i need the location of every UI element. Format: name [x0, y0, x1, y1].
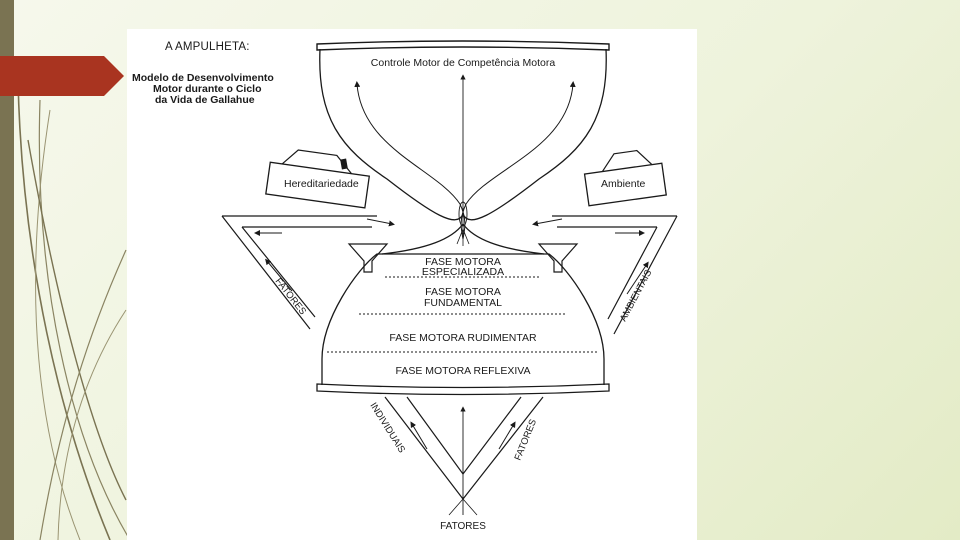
phase-specialized-line2: ESPECIALIZADA [422, 266, 504, 278]
hourglass-left-outline [319, 48, 464, 221]
accent-ribbon [0, 56, 124, 96]
environment-box [583, 149, 667, 207]
left-factors-label: FATORES [273, 276, 308, 317]
top-label: Controle Motor de Competência Motora [371, 57, 556, 69]
model-line-1: Modelo de Desenvolvimento [132, 72, 274, 84]
left-funnel [347, 243, 389, 273]
heredity-label: Hereditariedade [284, 178, 359, 190]
right-factors-label: AMBIENTAIS [618, 268, 654, 323]
hourglass-right-outline [462, 48, 607, 221]
right-factor-triangle [552, 215, 678, 335]
individual-label: INDIVIDUAIS [367, 401, 407, 455]
hourglass-dome [321, 253, 605, 360]
hourglass-neck-left [381, 223, 464, 255]
phase-reflexive: FASE MOTORA REFLEXIVA [396, 365, 531, 377]
sidebar-bar [0, 0, 14, 540]
hourglass-top-rim [316, 40, 610, 51]
phase-rudimentary: FASE MOTORA RUDIMENTAR [389, 332, 537, 344]
left-factor-triangle [221, 215, 377, 330]
phase-specialized-line1: FASE MOTORA [425, 256, 501, 268]
hourglass-neck-right [462, 223, 545, 255]
hourglass-figure: A AMPULHETA: Modelo de Desenvolvimento M… [127, 29, 697, 540]
model-line-2: Motor durante o Ciclo [153, 83, 262, 95]
lower-factors-label: FATORES [513, 418, 539, 462]
environment-label: Ambiente [601, 178, 646, 190]
figure-heading: A AMPULHETA: [165, 41, 250, 53]
hourglass-base-rim [316, 383, 610, 396]
right-funnel [537, 243, 579, 273]
bottom-factors-label: FATORES [440, 521, 486, 532]
model-line-3: da Vida de Gallahue [155, 94, 255, 106]
phase-fundamental-line2: FUNDAMENTAL [424, 297, 502, 309]
phase-fundamental-line1: FASE MOTORA [425, 286, 501, 298]
decorative-curves [17, 79, 131, 540]
